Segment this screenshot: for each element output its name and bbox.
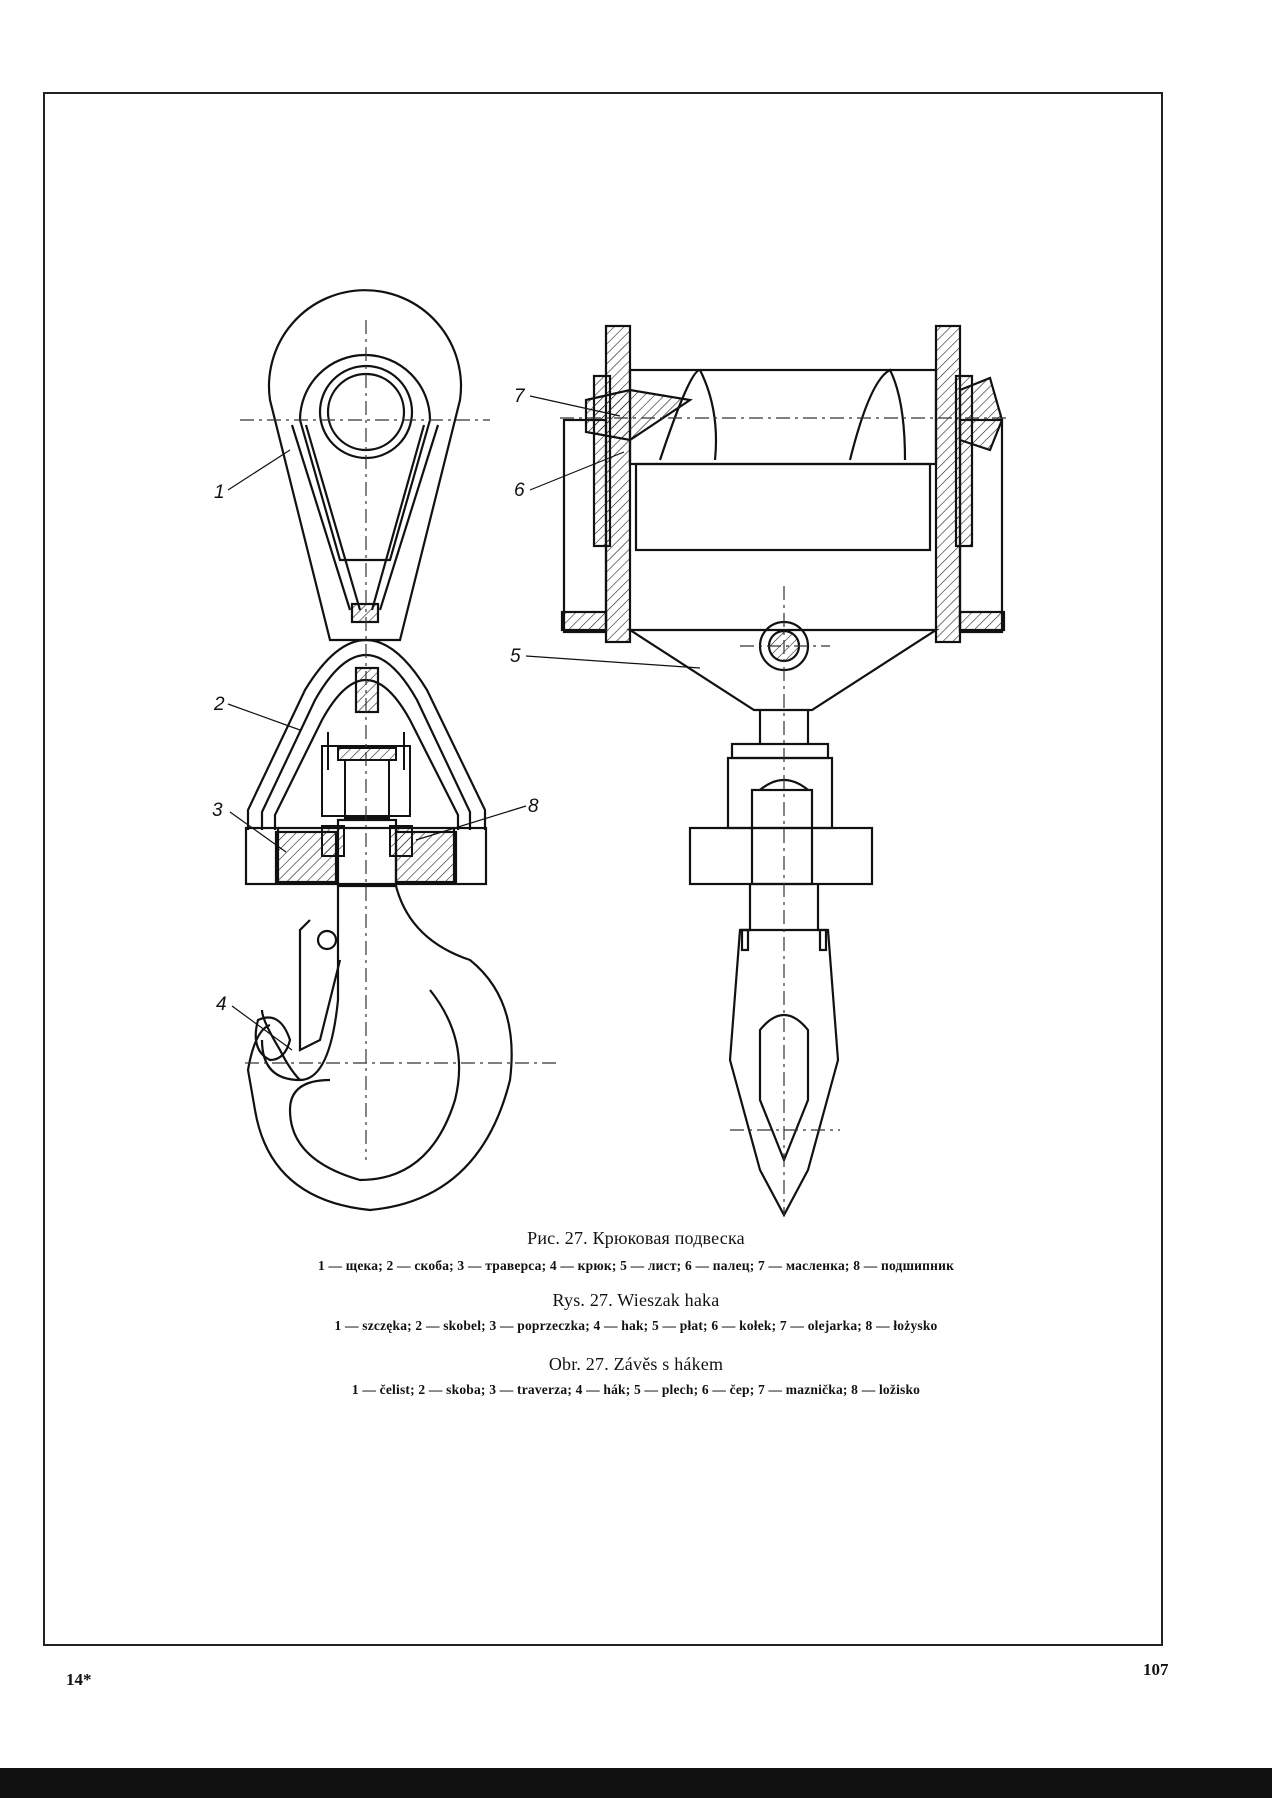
scan-edge-bar bbox=[0, 1768, 1272, 1798]
caption-cs-legend: 1 — čelist; 2 — skoba; 3 — traverza; 4 —… bbox=[351, 1382, 921, 1397]
cheek-plates bbox=[267, 289, 463, 642]
signature-mark: 14* bbox=[66, 1670, 92, 1689]
callout-8: 8 bbox=[528, 796, 539, 817]
caption-pl-title: Rys. 27. Wieszak haka bbox=[552, 1290, 720, 1310]
callout-3: 3 bbox=[212, 800, 223, 821]
callout-leaders bbox=[227, 395, 701, 1051]
caption-ru-legend: 1 — щека; 2 — скоба; 3 — траверса; 4 — к… bbox=[317, 1258, 955, 1273]
page-frame bbox=[43, 92, 1163, 1646]
side-plates bbox=[560, 324, 1006, 644]
page-number: 107 bbox=[1143, 1660, 1169, 1679]
pin bbox=[584, 368, 1004, 552]
side-crosshead bbox=[688, 742, 874, 886]
callout-4: 4 bbox=[216, 994, 227, 1015]
callout-7: 7 bbox=[514, 386, 526, 407]
right-center-lines bbox=[560, 417, 1010, 1215]
callout-2: 2 bbox=[213, 694, 225, 715]
callout-6: 6 bbox=[514, 480, 525, 501]
caption-pl-legend: 1 — szczęka; 2 — skobel; 3 — poprzeczka;… bbox=[334, 1318, 938, 1333]
callout-5: 5 bbox=[510, 646, 521, 667]
callout-1: 1 bbox=[214, 482, 225, 503]
caption-cs-title: Obr. 27. Závěs s hákem bbox=[548, 1354, 724, 1374]
caption-ru-title: Рис. 27. Крюковая подвеска bbox=[527, 1228, 745, 1248]
sheet-plate bbox=[626, 620, 940, 744]
left-center-lines bbox=[240, 320, 560, 1160]
